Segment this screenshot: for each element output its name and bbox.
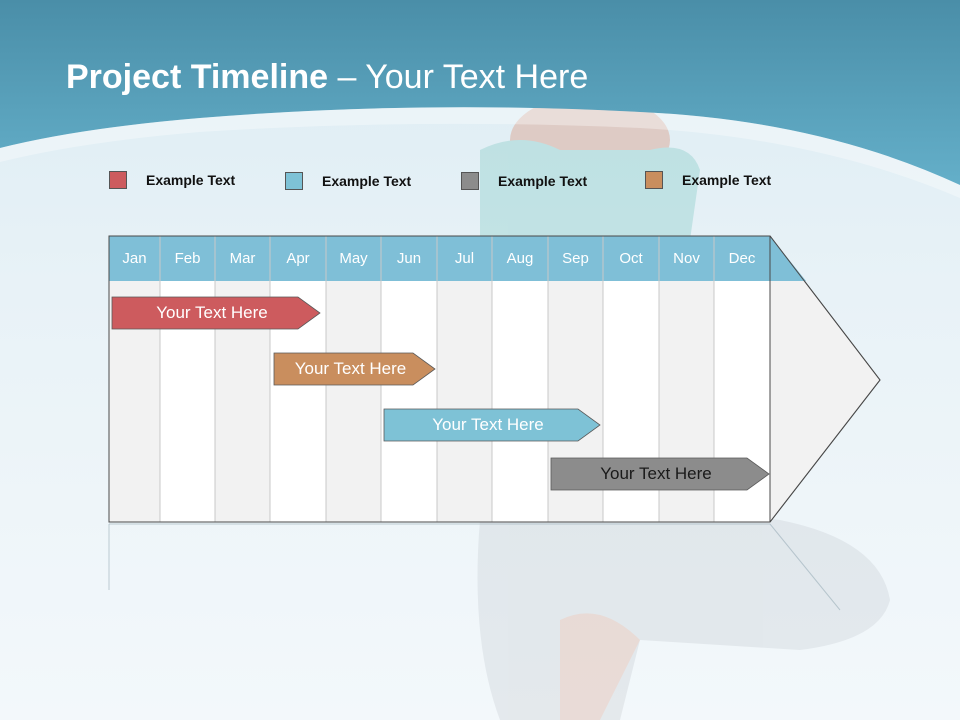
month-label: Mar xyxy=(229,250,256,267)
task-bar-label: Your Text Here xyxy=(432,415,544,434)
month-label: Sep xyxy=(562,250,589,267)
month-label: May xyxy=(339,250,368,267)
month-label: Feb xyxy=(174,250,201,267)
legend-swatch xyxy=(645,171,663,189)
month-label: Oct xyxy=(619,250,643,267)
legend-swatch xyxy=(109,171,127,189)
title-rest: – Your Text Here xyxy=(328,58,589,96)
task-bar xyxy=(111,296,321,330)
month-label: Nov xyxy=(673,250,700,267)
task-bar-label: Your Text Here xyxy=(294,359,407,378)
month-label: Dec xyxy=(728,250,756,267)
month-column xyxy=(437,281,492,522)
month-label: Jun xyxy=(396,250,422,267)
legend-swatch xyxy=(461,172,479,190)
month-label: Jan xyxy=(122,250,147,267)
title-bold: Project Timeline xyxy=(66,58,329,96)
month-label: Jul xyxy=(454,250,475,267)
legend-swatch xyxy=(285,172,303,190)
month-label: Aug xyxy=(506,250,534,267)
task-bar xyxy=(383,408,601,442)
task-bar xyxy=(273,352,436,386)
month-column xyxy=(381,281,437,522)
reflection-line xyxy=(769,523,841,611)
slide-title: Project Timeline – Your Text Here xyxy=(66,58,588,97)
task-bar xyxy=(550,457,770,491)
month-column xyxy=(326,281,381,522)
header-band xyxy=(109,236,770,281)
legend-label: Example Text xyxy=(146,172,236,188)
legend-label: Example Text xyxy=(682,172,772,188)
task-bar-label: Your Text Here xyxy=(600,464,712,483)
legend-label: Example Text xyxy=(498,173,588,189)
month-column xyxy=(492,281,548,522)
legend-label: Example Text xyxy=(322,173,412,189)
arrow-outline xyxy=(108,235,881,523)
month-label: Apr xyxy=(286,250,310,267)
task-bar-label: Your Text Here xyxy=(156,303,268,322)
